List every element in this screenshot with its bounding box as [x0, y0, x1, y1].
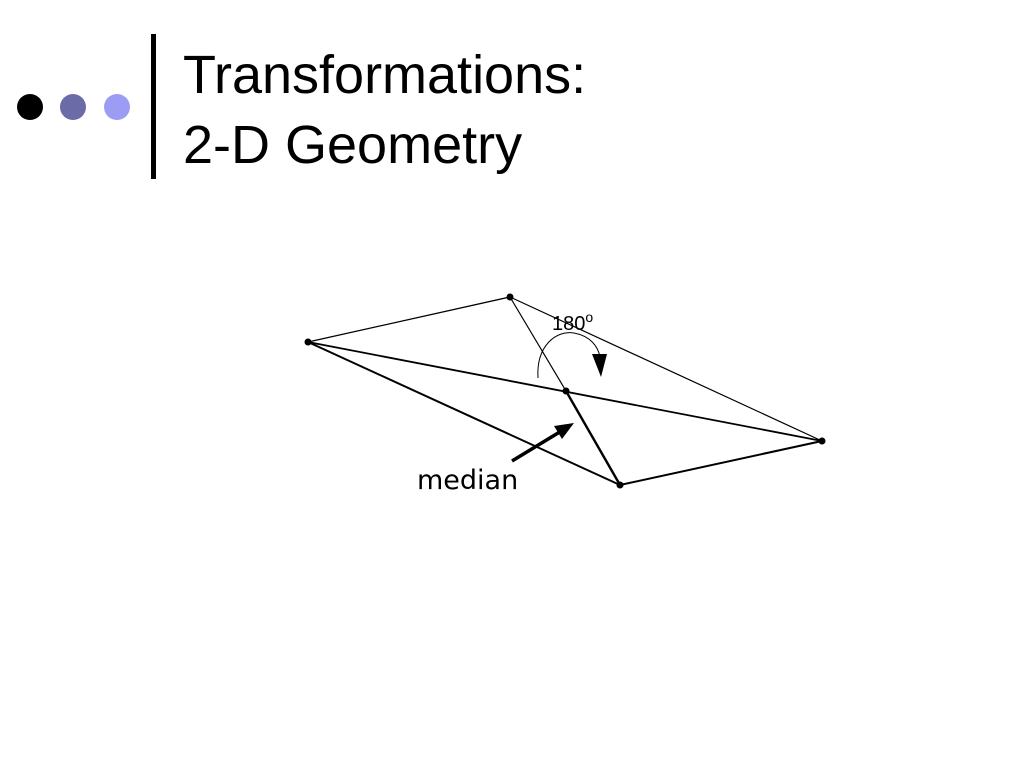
rotation-arc — [537, 332, 601, 379]
median-segment — [564, 390, 622, 486]
vertex-top — [506, 293, 514, 301]
median-label: median — [417, 465, 518, 496]
degree-symbol: o — [585, 309, 593, 325]
vertex-bottom — [616, 481, 624, 489]
decor-dot-purple — [60, 94, 86, 120]
title-line-1: Transformations: — [183, 45, 587, 105]
slide-title: Transformations: 2-D Geometry — [183, 40, 586, 180]
edge-right-bottom — [619, 440, 823, 486]
vertex-right — [818, 437, 826, 445]
title-line-2: 2-D Geometry — [183, 115, 523, 175]
angle-label: 180o — [552, 309, 593, 335]
decor-dot-lavender — [104, 94, 130, 120]
diagonal-top-bottom — [509, 296, 567, 392]
edge-left-top — [307, 296, 511, 343]
title-divider — [151, 34, 156, 179]
edge-bottom-left — [307, 341, 621, 486]
median-pointer-arrow — [511, 428, 564, 463]
edge-top-right — [509, 296, 823, 442]
rotation-arrowhead-icon — [592, 354, 607, 377]
vertex-left — [304, 338, 312, 346]
decor-dot-black — [17, 94, 43, 120]
angle-value: 180 — [552, 313, 585, 335]
vertex-center — [562, 387, 570, 395]
median-pointer-arrowhead-icon — [554, 423, 574, 439]
